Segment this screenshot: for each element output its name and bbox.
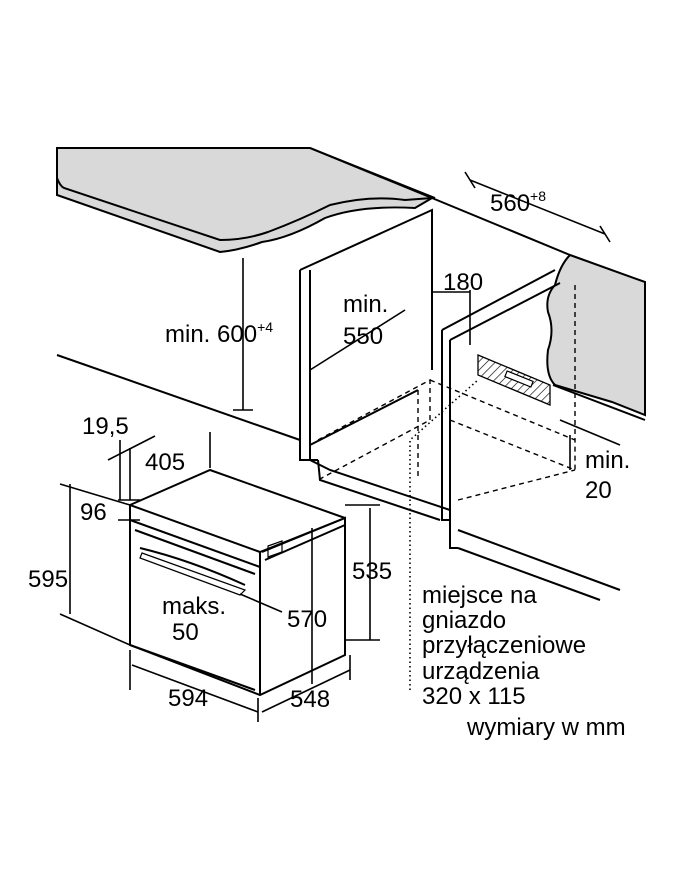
oven-body-height-label: 535	[352, 558, 392, 585]
socket-note-line1: miejsce na	[422, 582, 537, 609]
cabinet-frame	[56, 197, 646, 601]
oven-width-label: 594	[168, 685, 208, 712]
gap-max-label-2: 50	[172, 619, 199, 646]
recess-outline	[317, 285, 576, 501]
cabinet-depth-label-2: 550	[343, 323, 383, 350]
vent-gap-label: 180	[443, 269, 483, 296]
cabinet-width-label: 560+8	[490, 188, 546, 217]
side-gap-label-1: min.	[585, 447, 630, 474]
socket-note: miejsce na gniazdo przyłączeniowe urządz…	[422, 582, 626, 741]
units-note: wymiary w mm	[466, 714, 626, 741]
gap-max-label-1: maks.	[162, 593, 226, 620]
side-gap-label-2: 20	[585, 477, 612, 504]
oven-height-label: 595	[28, 566, 68, 593]
socket-note-line4: urządzenia	[422, 658, 540, 685]
cabinet-height-label: min. 600+4	[165, 319, 273, 348]
oven-depth-label: 548	[290, 686, 330, 713]
panel-thickness-label: 19,5	[82, 413, 129, 440]
control-panel-height-label: 96	[80, 499, 107, 526]
door-depth-label: 405	[145, 449, 185, 476]
cabinet-depth-label-1: min.	[343, 291, 388, 318]
socket-note-line5: 320 x 115	[422, 683, 526, 710]
socket-note-line2: gniazdo	[422, 607, 506, 634]
socket-note-line3: przyłączeniowe	[422, 632, 586, 659]
socket-area	[477, 354, 551, 406]
side-wall-slab	[546, 253, 646, 417]
oven-inner-height-label: 570	[287, 606, 327, 633]
countertop	[56, 147, 436, 254]
dimension-lines	[59, 171, 621, 722]
dimension-labels: 560+8 min. 600+4 min. 550 180 min. 20 19…	[28, 188, 630, 713]
